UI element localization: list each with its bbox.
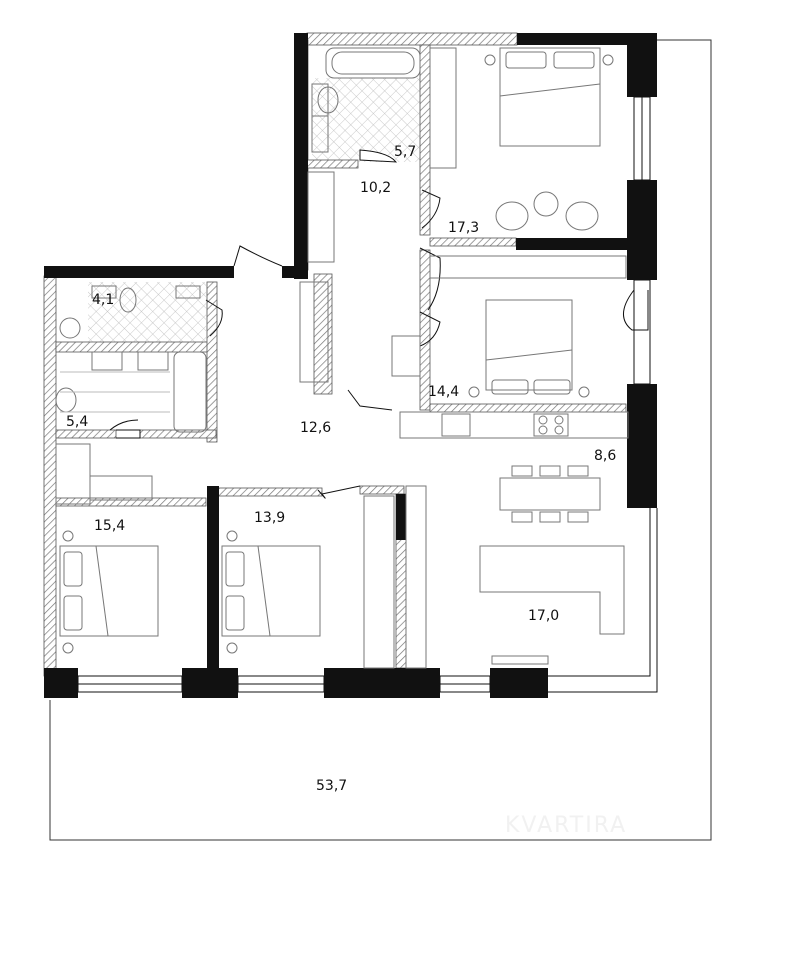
area-label-bath-top: 5,7 — [394, 144, 416, 160]
tiled-floors — [88, 78, 422, 342]
terrace — [49, 39, 712, 841]
furniture — [55, 47, 629, 669]
area-label-corridor: 10,2 — [360, 180, 391, 196]
area-label-terrace: 53,7 — [316, 778, 347, 794]
watermark: KVARTIRA — [505, 813, 627, 838]
area-label-hall: 12,6 — [300, 420, 331, 436]
area-labels: 5,7 10,2 17,3 4,1 5,4 12,6 14,4 8,6 15,4… — [66, 144, 616, 794]
doors — [109, 149, 649, 499]
area-label-living: 17,0 — [528, 608, 559, 624]
exterior-walls — [44, 33, 657, 698]
area-label-wc: 4,1 — [92, 292, 114, 308]
area-label-bedroom-middle-right: 14,4 — [428, 384, 459, 400]
area-label-bedroom-top-right: 17,3 — [448, 220, 479, 236]
area-label-bedroom-middle: 13,9 — [254, 510, 285, 526]
area-label-bath-left: 5,4 — [66, 414, 88, 430]
area-label-kitchen: 8,6 — [594, 448, 616, 464]
area-label-bedroom-left: 15,4 — [94, 518, 125, 534]
windows — [77, 96, 658, 693]
